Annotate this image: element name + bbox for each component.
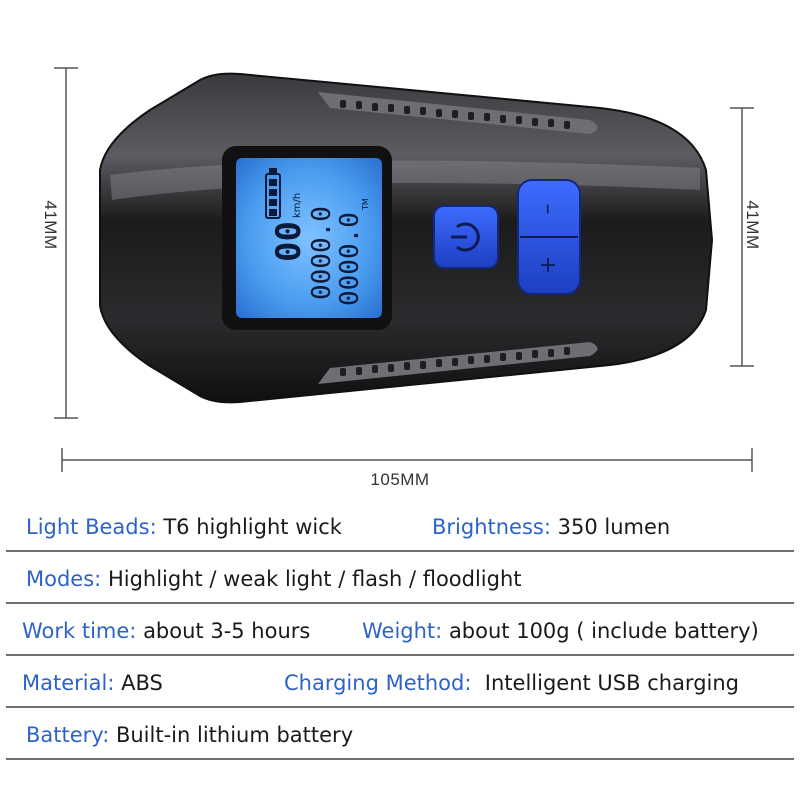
spec-key: Work time [22,619,130,643]
battery-icon [265,168,281,219]
spec-battery: Battery: Built-in lithium battery [26,723,354,747]
product-figure: 00 km/h 0000.0 0000.0 TM – + [41,67,762,489]
spec-value: Built-in lithium battery [115,723,354,747]
spec-value: about 3-5 hours [143,619,311,643]
plus-button[interactable]: + [520,238,578,292]
bike-light-illustration: 00 km/h 0000.0 0000.0 TM – + [54,67,754,472]
dimension-bottom [61,448,753,472]
width-label-bottom: 105MM [370,470,430,489]
spec-key: Modes [26,567,95,591]
plus-icon: + [536,256,561,274]
spec-row-5: Battery: Built-in lithium battery [6,708,794,760]
speed-digits: 00 [269,221,309,262]
spec-modes: Modes: Highlight / weak light / flash / … [26,567,522,591]
spec-row-2: Modes: Highlight / weak light / flash / … [6,552,794,604]
spec-key: Material [22,671,108,695]
spec-brightness: Brightness: 350 lumen [432,515,671,539]
spec-weight: Weight: about 100g ( include battery) [362,619,759,643]
spec-value: about 100g ( include battery) [448,619,759,643]
spec-row-3: Work time: about 3-5 hours Weight: about… [6,604,794,656]
timer-readout: 0000.0 [335,212,365,306]
spec-work-time: Work time: about 3-5 hours [22,619,311,643]
device-body [99,72,714,404]
spec-key: Light Beads [26,515,150,539]
spec-value: ABS [121,671,163,695]
spec-charging: Charging Method: Intelligent USB chargin… [284,671,740,695]
lcd-screen: 00 km/h 0000.0 0000.0 TM [222,146,392,330]
spec-light-beads: Light Beads: T6 highlight wick [26,515,342,539]
odometer-readout: 0000.0 [307,206,337,300]
dimension-left [54,67,78,419]
dimension-right [730,107,754,367]
spec-material: Material: ABS [22,671,163,695]
spec-row-1: Light Beads: T6 highlight wick Brightnes… [6,500,794,552]
trademark-mark: TM [361,198,370,211]
minus-button[interactable]: – [520,182,578,236]
height-label-right: 41MM [743,200,762,250]
spec-value: Intelligent USB charging [484,671,740,695]
grip-ridges-bottom [340,347,570,376]
spec-row-4: Material: ABS Charging Method: Intellige… [6,656,794,708]
grip-ridges-top [340,100,570,129]
power-button[interactable] [433,205,499,269]
minus-icon: – [535,204,560,215]
spec-key: Brightness [432,515,544,539]
spec-key: Battery [26,723,103,747]
spec-key: Weight [362,619,436,643]
spec-value: T6 highlight wick [163,515,342,539]
height-label-left: 41MM [41,200,60,250]
spec-key: Charging Method [284,671,465,695]
speed-unit: km/h [292,193,303,218]
spec-value: Highlight / weak light / flash / floodli… [107,567,522,591]
power-icon [451,222,480,252]
spec-value: 350 lumen [557,515,671,539]
adjust-buttons: – + [517,179,581,295]
spec-table: Light Beads: T6 highlight wick Brightnes… [6,500,794,760]
